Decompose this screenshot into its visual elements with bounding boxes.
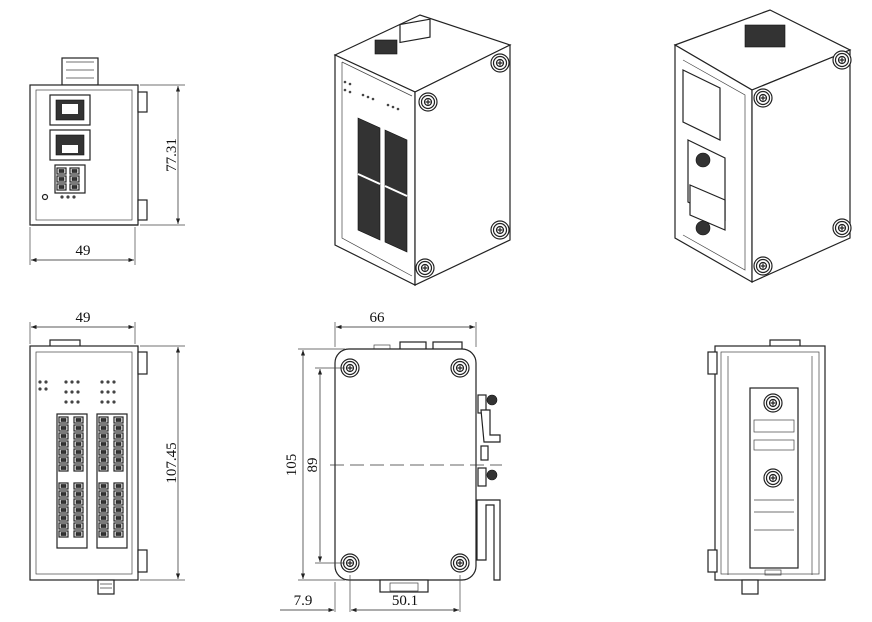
connector: [744, 24, 786, 48]
terminal-column: [56, 413, 88, 549]
side-view: 49 107.45: [29, 310, 185, 595]
dim-side-width: 49: [76, 310, 91, 326]
dim-top-height: 105: [284, 454, 300, 477]
dim-front-height: 77.31: [164, 138, 180, 172]
dim-hole-spacing-horizontal: 50.1: [392, 593, 418, 609]
terminal-column: [96, 413, 128, 549]
top-view: 66 105 89 7.9 50.1: [280, 310, 502, 613]
terminal-blocks: [357, 117, 408, 253]
isometric-rear-view: [673, 9, 852, 284]
dim-hole-spacing-vertical: 89: [305, 458, 321, 473]
din-rail: [476, 394, 501, 581]
front-view: 77.31 49: [29, 57, 185, 265]
isometric-front-view: [333, 14, 512, 286]
mounting-plate: [334, 348, 477, 581]
dim-hole-offset: 7.9: [294, 593, 313, 609]
dim-side-height: 107.45: [164, 442, 180, 483]
rear-view: [707, 339, 826, 595]
dim-front-width: 49: [76, 243, 91, 259]
mounting-screw-icon: [450, 358, 470, 378]
din-clip: [682, 69, 726, 236]
mounting-screw-icon: [450, 553, 470, 573]
terminal-block: [54, 164, 86, 194]
ethernet-port: [49, 129, 91, 161]
din-clip: [749, 387, 799, 569]
ethernet-port: [49, 94, 91, 126]
dim-top-width: 66: [370, 310, 386, 326]
